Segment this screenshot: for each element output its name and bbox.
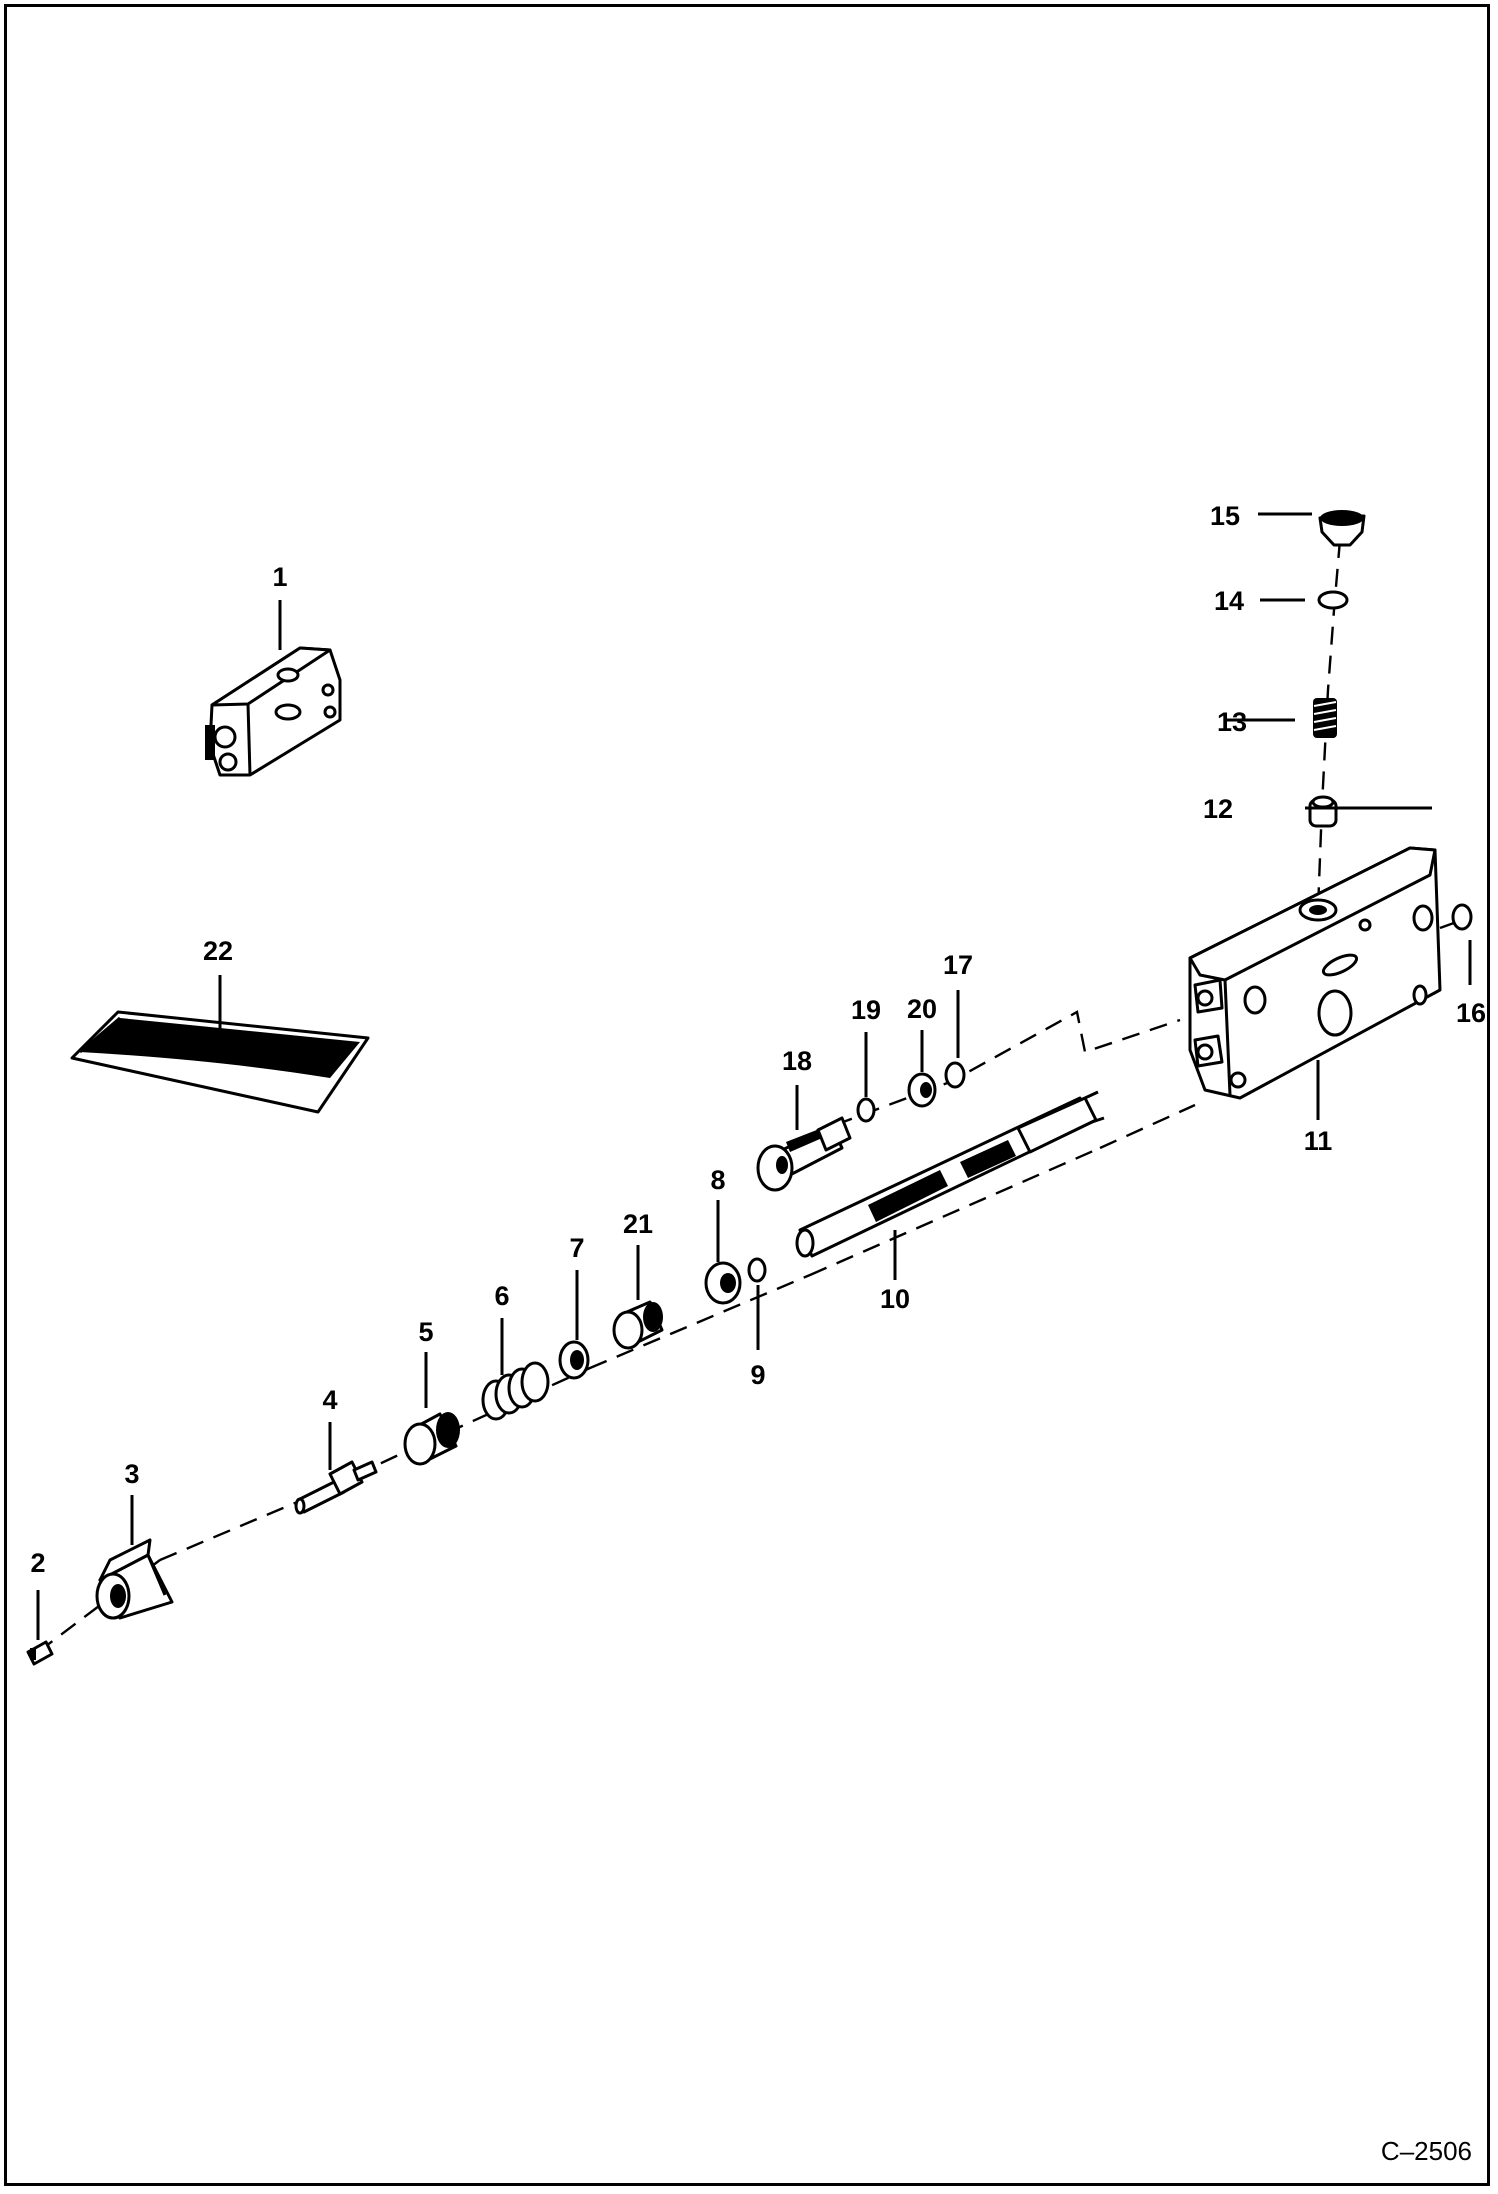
part-5-spring-cup <box>403 1412 460 1466</box>
leader-lines <box>36 512 1472 1640</box>
part-15-plug <box>1318 510 1366 547</box>
callout-11: 11 <box>1304 1126 1333 1156</box>
part-11-valve-body <box>1188 846 1442 1100</box>
assembly-axis <box>37 1103 1196 1653</box>
vertical-axis <box>1316 539 1342 911</box>
callout-2: 2 <box>30 1548 45 1578</box>
part-16-o-ring <box>1451 903 1473 931</box>
callout-10: 10 <box>880 1284 910 1314</box>
callout-3: 3 <box>124 1459 139 1489</box>
part-4-bolt <box>294 1460 378 1515</box>
part-21-cap <box>612 1300 664 1350</box>
callout-6: 6 <box>494 1281 509 1311</box>
callout-22: 22 <box>203 936 233 966</box>
callout-20: 20 <box>907 994 937 1024</box>
callout-16: 16 <box>1456 998 1486 1028</box>
callout-13: 13 <box>1217 707 1247 737</box>
callout-19: 19 <box>851 995 881 1025</box>
callout-8: 8 <box>710 1165 725 1195</box>
callout-5: 5 <box>418 1317 433 1347</box>
part-13-spring <box>1313 698 1337 738</box>
callout-9: 9 <box>750 1360 765 1390</box>
part-12-poppet <box>1308 795 1338 828</box>
axis-16 <box>1439 918 1463 930</box>
callout-17: 17 <box>943 950 973 980</box>
part-10-spool <box>795 1090 1105 1258</box>
part-1-valve-section <box>205 646 342 777</box>
callout-18: 18 <box>782 1046 812 1076</box>
part-3-end-cap <box>95 1538 174 1620</box>
callout-4: 4 <box>322 1385 337 1415</box>
callout-21: 21 <box>623 1209 653 1239</box>
part-2-screw <box>26 1640 54 1666</box>
part-7-washer <box>558 1340 590 1380</box>
part-22-decal <box>70 1010 370 1114</box>
part-17-o-ring <box>944 1061 966 1089</box>
drawing-code: C–2506 <box>1381 2136 1472 2166</box>
callout-1: 1 <box>272 562 287 592</box>
part-9-o-ring <box>747 1257 767 1283</box>
callout-12: 12 <box>1203 794 1233 824</box>
part-18-relief-valve <box>756 1116 852 1192</box>
upper-axis <box>834 1010 1181 1127</box>
callout-15: 15 <box>1210 501 1240 531</box>
part-14-o-ring <box>1317 590 1349 610</box>
callout-14: 14 <box>1214 586 1244 616</box>
part-8-washer <box>704 1261 742 1305</box>
callout-7: 7 <box>569 1233 584 1263</box>
part-20-washer <box>907 1072 937 1108</box>
part-6-spring <box>481 1361 550 1421</box>
drawing-frame <box>4 4 1490 2186</box>
part-19-o-ring <box>856 1097 876 1123</box>
